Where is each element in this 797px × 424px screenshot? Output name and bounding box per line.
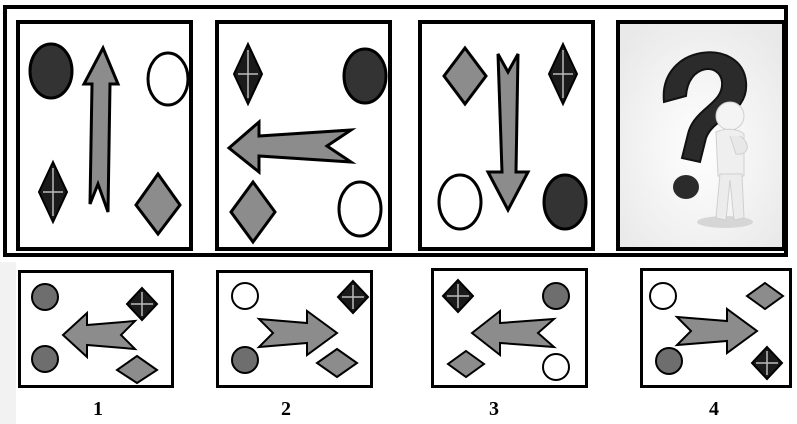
gray-arrow-icon (488, 54, 528, 210)
option-number-4: 4 (694, 398, 734, 421)
gray-arrow-icon (677, 309, 757, 353)
black-crossed-diamond-icon (39, 162, 67, 222)
white-circle-icon (543, 354, 569, 380)
sequence-panel-2 (215, 20, 392, 251)
dark-circle-icon (344, 49, 386, 103)
sequence-panel-1 (16, 20, 193, 251)
dark-circle-icon (32, 284, 58, 310)
answer-option-1[interactable] (18, 270, 174, 388)
gray-arrow-icon (63, 313, 135, 357)
option-number-3: 3 (474, 398, 514, 421)
black-crossed-diamond-icon (549, 44, 577, 104)
black-crossed-diamond-icon (127, 288, 157, 320)
answer-option-2[interactable] (216, 270, 373, 388)
question-panel (616, 20, 786, 251)
gray-arrow-icon (259, 311, 337, 355)
black-crossed-diamond-icon (443, 280, 473, 312)
gray-arrow-icon (229, 122, 351, 172)
white-circle-icon (232, 283, 258, 309)
black-crossed-diamond-icon (752, 347, 782, 379)
dark-circle-icon (543, 283, 569, 309)
black-crossed-diamond-icon (338, 281, 368, 313)
gray-diamond-icon (317, 349, 357, 377)
answer-option-4[interactable] (640, 268, 792, 388)
question-mark-figure-icon (620, 24, 782, 247)
gray-diamond-icon (448, 351, 484, 377)
gray-diamond-icon (117, 356, 157, 383)
dark-circle-icon (30, 44, 72, 98)
dark-circle-icon (232, 347, 258, 373)
option-number-1: 1 (78, 398, 118, 421)
white-circle-icon (339, 182, 381, 236)
white-circle-icon (650, 283, 676, 309)
gray-diamond-icon (136, 174, 180, 234)
white-circle-icon (439, 175, 481, 229)
dark-circle-icon (32, 346, 58, 372)
gray-diamond-icon (747, 283, 783, 309)
white-circle-icon (148, 53, 188, 105)
left-edge-strip (0, 262, 16, 424)
dark-circle-icon (656, 348, 682, 374)
gray-arrow-icon (84, 48, 118, 212)
gray-arrow-icon (472, 311, 554, 355)
sequence-panel-3 (418, 20, 595, 251)
option-number-2: 2 (266, 398, 306, 421)
gray-diamond-icon (444, 48, 486, 104)
black-crossed-diamond-icon (234, 44, 262, 104)
dark-circle-icon (544, 175, 586, 229)
gray-diamond-icon (231, 182, 275, 242)
answer-option-3[interactable] (431, 268, 588, 388)
